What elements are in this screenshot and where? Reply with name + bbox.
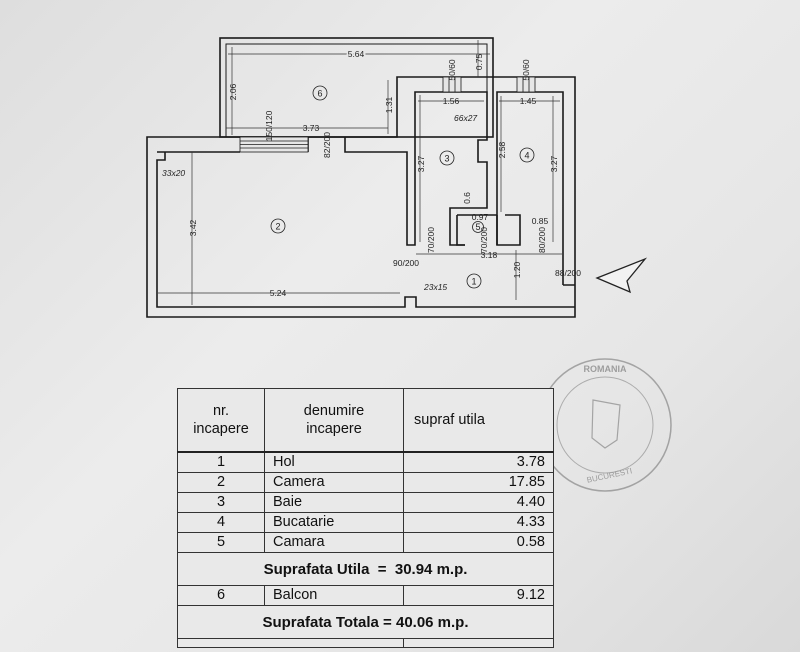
area-table: nr. incapere denumire incapere supraf util… [177, 388, 554, 648]
door-balcon-label: 82/200 [322, 132, 332, 158]
dim-room2-width: 5.24 [270, 288, 287, 298]
suprafata-totala: Suprafata Totala = 40.06 m.p. [177, 605, 554, 639]
dim-room3-depth: 3.27 [416, 155, 426, 172]
outer-wall [146, 76, 576, 318]
dim-balcon-side: 1.31 [384, 96, 394, 113]
dim-camara-side: 0.85 [532, 216, 549, 226]
header-denumire-line2: incapere [306, 421, 362, 437]
inner-walls [156, 91, 564, 308]
row-name: Camera [264, 472, 404, 493]
balcony-window [239, 136, 309, 153]
row-nr: 2 [177, 472, 265, 493]
dim-room4-width: 1.45 [520, 96, 537, 106]
row-name: Camara [264, 532, 404, 553]
window-room4 [516, 76, 536, 93]
suprafata-totala-row: Suprafata Totala = 40.06 m.p. [177, 605, 554, 639]
row-nr: 1 [177, 451, 265, 473]
row-nr: 5 [177, 532, 265, 553]
suprafata-utila-row: Suprafata Utila = 30.94 m.p. [177, 552, 554, 586]
row-nr: 6 [177, 585, 265, 606]
dim-room4-depth: 2.58 [497, 141, 507, 158]
door4-label: 80/200 [537, 227, 547, 253]
row-area: 0.58 [403, 532, 554, 553]
window-balcon-label: 150/120 [264, 110, 274, 141]
dim-wall-offset: 0.75 [474, 53, 484, 70]
row-nr: 3 [177, 492, 265, 513]
entrance-arrow-icon [595, 257, 648, 294]
dimension-labels: 5.64 2.06 3.73 1.31 5.24 3.42 1.56 3.27 … [188, 48, 559, 299]
header-nr-line2: incapere [193, 421, 249, 437]
row-name: Balcon [264, 585, 404, 606]
header-denumire: denumire incapere [264, 388, 404, 453]
room-3-label: 3 [444, 154, 449, 164]
header-supraf: supraf utila [403, 388, 554, 453]
window4-label: 50/60 [521, 59, 531, 81]
row-area: 4.33 [403, 512, 554, 533]
room-6-label: 6 [317, 89, 322, 99]
partial-cell [177, 638, 404, 648]
walls [146, 37, 576, 318]
header-denumire-line1: denumire [303, 403, 365, 419]
room-markers: 1 2 3 4 5 6 [270, 85, 535, 289]
header-nr-line1: nr. [212, 403, 230, 419]
door3-label: 70/200 [426, 227, 436, 253]
row-area: 4.40 [403, 492, 554, 513]
row-area: 17.85 [403, 472, 554, 493]
pillar-1-label: 33x20 [162, 168, 185, 178]
row-area: 3.78 [403, 451, 554, 473]
room-1-label: 1 [471, 277, 476, 287]
dim-room4-depth2: 3.27 [549, 155, 559, 172]
dim-camara-depth: 0.6 [462, 192, 472, 204]
door5-label: 70/200 [479, 227, 489, 253]
dimension-lines [158, 40, 562, 305]
pillar-3-label: 66x27 [454, 113, 477, 123]
window3-label: 50/60 [447, 59, 457, 81]
door-entry-label: 88/200 [555, 268, 581, 278]
svg-text:ROMANIA: ROMANIA [584, 364, 627, 374]
dim-hall-depth: 1.20 [512, 261, 522, 278]
dim-balcon-depth: 2.06 [228, 83, 238, 100]
dim-balcon-inner: 3.73 [303, 123, 320, 133]
partial-cell [403, 638, 554, 648]
door2-label: 90/200 [393, 258, 419, 268]
row-nr: 4 [177, 512, 265, 533]
suprafata-utila: Suprafata Utila = 30.94 m.p. [177, 552, 554, 586]
dim-hall-width: 3.18 [481, 250, 498, 260]
entry-door [563, 284, 575, 308]
official-stamp: ROMANIA BUCURESTI [538, 358, 672, 492]
camara-walls [456, 214, 521, 246]
dim-room3-width: 1.56 [443, 96, 460, 106]
row-name: Baie [264, 492, 404, 513]
dim-room2-depth: 3.42 [188, 219, 198, 236]
pillar-2-label: 23x15 [423, 282, 447, 292]
header-nr: nr. incapere [177, 388, 265, 453]
row-name: Hol [264, 451, 404, 473]
row-name: Bucatarie [264, 512, 404, 533]
svg-text:BUCURESTI: BUCURESTI [586, 466, 633, 484]
dim-camara-width: 0.97 [472, 212, 489, 222]
row-area: 9.12 [403, 585, 554, 606]
dim-balcon-width: 5.64 [348, 49, 365, 59]
table-header: nr. incapere denumire incapere supraf util… [177, 388, 554, 453]
window-room3 [442, 76, 462, 93]
opening-labels: 150/120 82/200 50/60 50/60 90/200 70/200… [162, 59, 581, 292]
room-5-label: 5 [475, 222, 480, 232]
table-row-partial [177, 638, 554, 648]
room-4-label: 4 [524, 151, 529, 161]
room-2-label: 2 [275, 222, 280, 232]
